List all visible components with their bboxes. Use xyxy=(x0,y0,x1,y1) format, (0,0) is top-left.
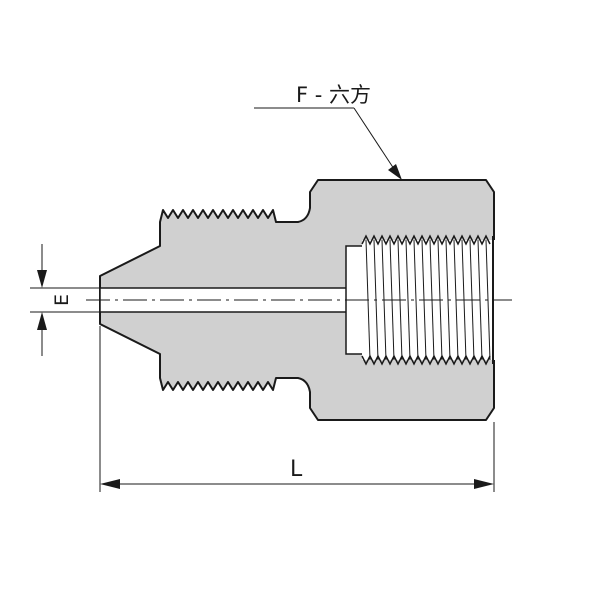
hex-callout: F - 六方 xyxy=(254,83,402,180)
length-arrow-left xyxy=(100,479,120,489)
bore-arrow-bottom xyxy=(37,312,47,330)
length-label: L xyxy=(290,457,303,482)
female-thread-crest-top xyxy=(361,234,491,246)
bore-label: E xyxy=(51,294,73,306)
bore-arrow-top xyxy=(37,270,47,288)
length-dimension: L xyxy=(99,326,495,492)
hex-callout-arrowhead xyxy=(388,164,402,180)
bore-dimension: E xyxy=(30,244,100,356)
thread-hatch-line xyxy=(413,239,419,361)
thread-hatch-line xyxy=(405,239,411,361)
length-arrow-right xyxy=(474,479,494,489)
hex-label: F - 六方 xyxy=(296,83,371,107)
